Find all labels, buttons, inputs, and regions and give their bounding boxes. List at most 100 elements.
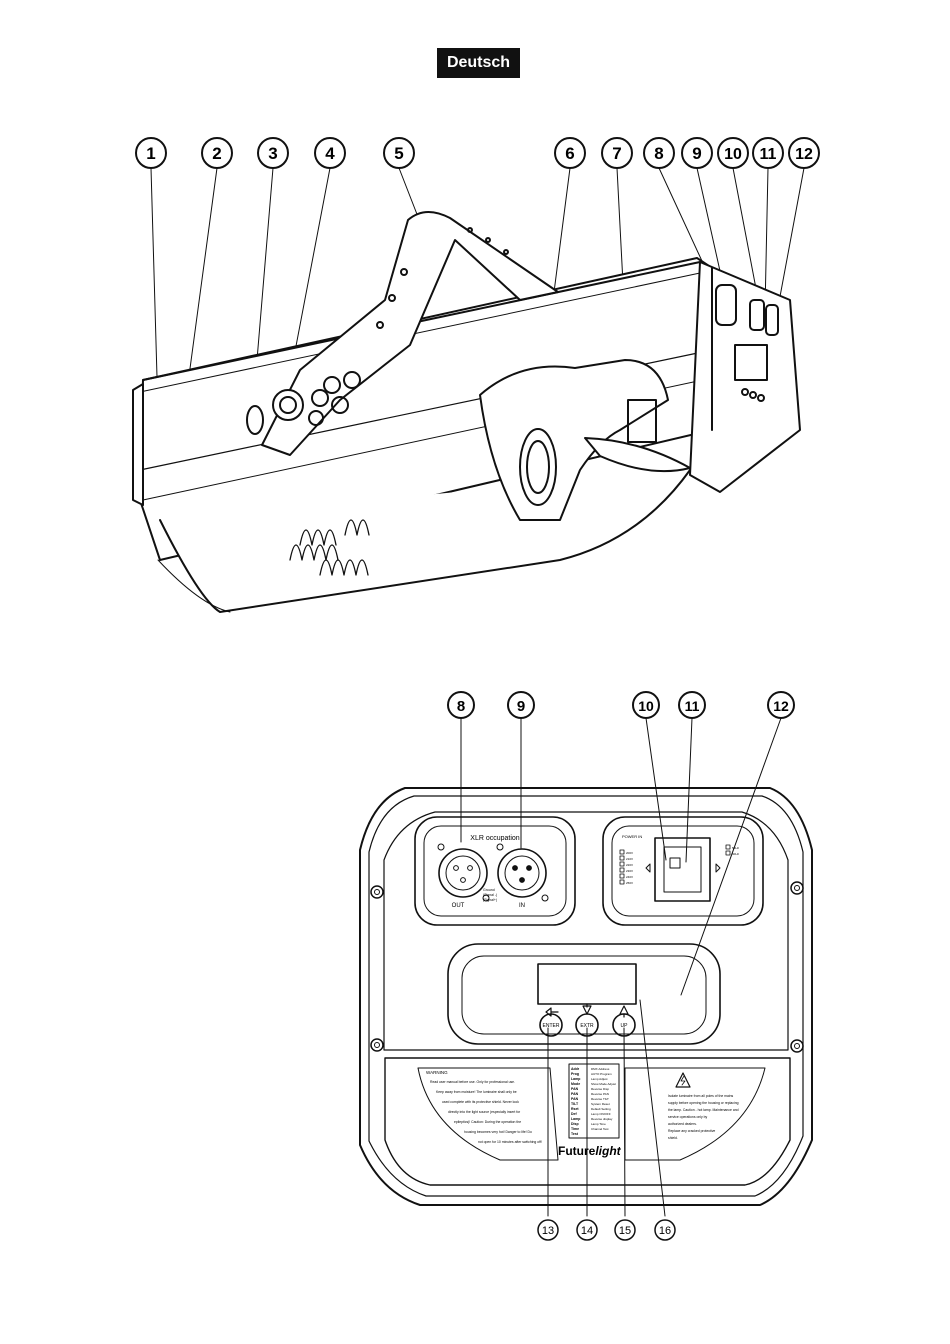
scanner-body-drawing bbox=[132, 211, 801, 613]
up-button-label: UP bbox=[621, 1023, 629, 1029]
menu-item: DMX Address bbox=[591, 1067, 610, 1071]
caution-line: Replace any cracked protective bbox=[668, 1129, 715, 1133]
menu-item-list: DMX Address AUTO Program Lamp Adjust Sho… bbox=[591, 1067, 616, 1131]
menu-code: Test bbox=[571, 1132, 579, 1136]
caution-line: supply before opening the housing or rep… bbox=[668, 1101, 739, 1105]
warning-line: used complete with its protective shield… bbox=[442, 1100, 519, 1104]
menu-item: Reverse PAN bbox=[591, 1092, 609, 1096]
menu-item: Lamp Time bbox=[591, 1122, 606, 1126]
rear-bottom-callouts: 13 14 15 16 bbox=[537, 1219, 676, 1241]
callout-label: 14 bbox=[581, 1225, 593, 1237]
callout-label: 5 bbox=[394, 144, 403, 163]
caution-line: the lamp. Caution - hot lamp. Maintenanc… bbox=[668, 1108, 739, 1112]
callout-10: 10 bbox=[717, 137, 749, 169]
menu-item: System Reset bbox=[591, 1102, 610, 1106]
xlr-title: XLR occupation bbox=[470, 835, 520, 842]
voltage-240: 240V bbox=[626, 875, 633, 879]
menu-code: Lamp bbox=[571, 1117, 580, 1121]
menu-code: PAN bbox=[571, 1092, 579, 1096]
callout-label: 4 bbox=[325, 144, 335, 163]
callout-label: 12 bbox=[773, 698, 789, 714]
enter-button-label: ENTER bbox=[543, 1023, 560, 1029]
top-callouts: 1 2 3 4 5 6 7 8 9 10 11 12 bbox=[135, 137, 820, 169]
menu-code: Rset bbox=[571, 1107, 579, 1111]
voltage-220: 220V bbox=[626, 863, 633, 867]
caution-line: Isolate luminaire from all poles of the … bbox=[668, 1094, 734, 1098]
callout-label: 3 bbox=[268, 144, 277, 163]
callout-label: 6 bbox=[565, 144, 574, 163]
menu-code: Lamp bbox=[571, 1077, 580, 1081]
freq-60: 60Hz bbox=[732, 852, 740, 856]
warning-line: Read user manual before use. Only for pr… bbox=[430, 1080, 515, 1084]
freq-50: 50Hz bbox=[732, 846, 740, 850]
callout-8: 8 bbox=[447, 691, 475, 719]
menu-code: TILT bbox=[571, 1102, 579, 1106]
menu-code: Mode bbox=[571, 1082, 580, 1086]
callout-2: 2 bbox=[201, 137, 233, 169]
callout-6: 6 bbox=[554, 137, 586, 169]
xlr-pin-minus: (Signal -) bbox=[483, 893, 497, 897]
callout-label: 11 bbox=[760, 146, 777, 163]
callout-label: 8 bbox=[457, 698, 465, 715]
callout-1: 1 bbox=[135, 137, 167, 169]
menu-code-list: Addr Prog Lamp Mode PAN PAN PAN TILT Rse… bbox=[571, 1067, 580, 1136]
callout-label: 1 bbox=[146, 144, 155, 163]
language-badge: Deutsch bbox=[437, 48, 520, 78]
menu-item: Lamp ON/OFF bbox=[591, 1112, 611, 1116]
callout-14: 14 bbox=[576, 1219, 598, 1241]
xlr-pin-ground: Ground bbox=[483, 888, 495, 892]
menu-item: Reverse Disp bbox=[591, 1087, 609, 1091]
callout-label: 10 bbox=[638, 698, 654, 714]
callout-8: 8 bbox=[643, 137, 675, 169]
menu-item: AUTO Program bbox=[591, 1072, 612, 1076]
callout-label: 9 bbox=[517, 698, 525, 715]
caution-line: shield. bbox=[668, 1136, 678, 1140]
callout-label: 11 bbox=[685, 698, 700, 714]
menu-item: Reverse display bbox=[591, 1117, 613, 1121]
callout-9: 9 bbox=[507, 691, 535, 719]
callout-13: 13 bbox=[537, 1219, 559, 1241]
callout-11: 11 bbox=[678, 691, 706, 719]
callout-3: 3 bbox=[257, 137, 289, 169]
menu-code: Def bbox=[571, 1112, 577, 1116]
caution-line: service operations only by bbox=[668, 1115, 708, 1119]
voltage-200: 200V bbox=[626, 851, 633, 855]
rear-panel-labels: XLR occupation OUT IN Ground (Signal -) … bbox=[426, 834, 740, 1158]
callout-label: 12 bbox=[795, 146, 813, 163]
menu-code: Time bbox=[571, 1127, 579, 1131]
callout-15: 15 bbox=[614, 1219, 636, 1241]
callout-11: 11 bbox=[752, 137, 784, 169]
rear-panel-drawing bbox=[359, 787, 813, 1206]
menu-code: Prog bbox=[571, 1072, 579, 1076]
callout-10: 10 bbox=[632, 691, 660, 719]
warning-line: housing becomes very hot! Danger to life… bbox=[464, 1130, 532, 1134]
power-title: POWER IN bbox=[622, 834, 642, 839]
callout-label: 9 bbox=[692, 144, 701, 163]
menu-item: Show Mode Adjust bbox=[591, 1082, 616, 1086]
callout-label: 10 bbox=[724, 146, 742, 163]
down-button-label: EXTR bbox=[580, 1023, 594, 1029]
callout-label: 2 bbox=[212, 144, 221, 163]
menu-item: Lamp Adjust bbox=[591, 1077, 608, 1081]
voltage-230: 230V bbox=[626, 869, 633, 873]
menu-code: Disp bbox=[571, 1122, 579, 1126]
warning-line: directly into the light source (especial… bbox=[448, 1110, 521, 1114]
brand-logo: Futurelight bbox=[558, 1144, 622, 1158]
warning-line: Keep away from moisture! The luminaire s… bbox=[436, 1090, 517, 1094]
callout-12: 12 bbox=[767, 691, 795, 719]
callout-16: 16 bbox=[654, 1219, 676, 1241]
callout-label: 16 bbox=[659, 1225, 671, 1237]
menu-item: Default Setting bbox=[591, 1107, 611, 1111]
callout-7: 7 bbox=[601, 137, 633, 169]
voltage-210: 210V bbox=[626, 857, 633, 861]
xlr-out-label: OUT bbox=[452, 903, 465, 909]
menu-code: Addr bbox=[571, 1067, 580, 1071]
caution-line: authorized dealers. bbox=[668, 1122, 697, 1126]
warning-line: epileptics)! Caution: During the operati… bbox=[454, 1120, 521, 1124]
xlr-in-label: IN bbox=[519, 903, 525, 909]
callout-4: 4 bbox=[314, 137, 346, 169]
callout-label: 7 bbox=[612, 144, 621, 163]
voltage-250: 250V bbox=[626, 881, 633, 885]
callout-9: 9 bbox=[681, 137, 713, 169]
